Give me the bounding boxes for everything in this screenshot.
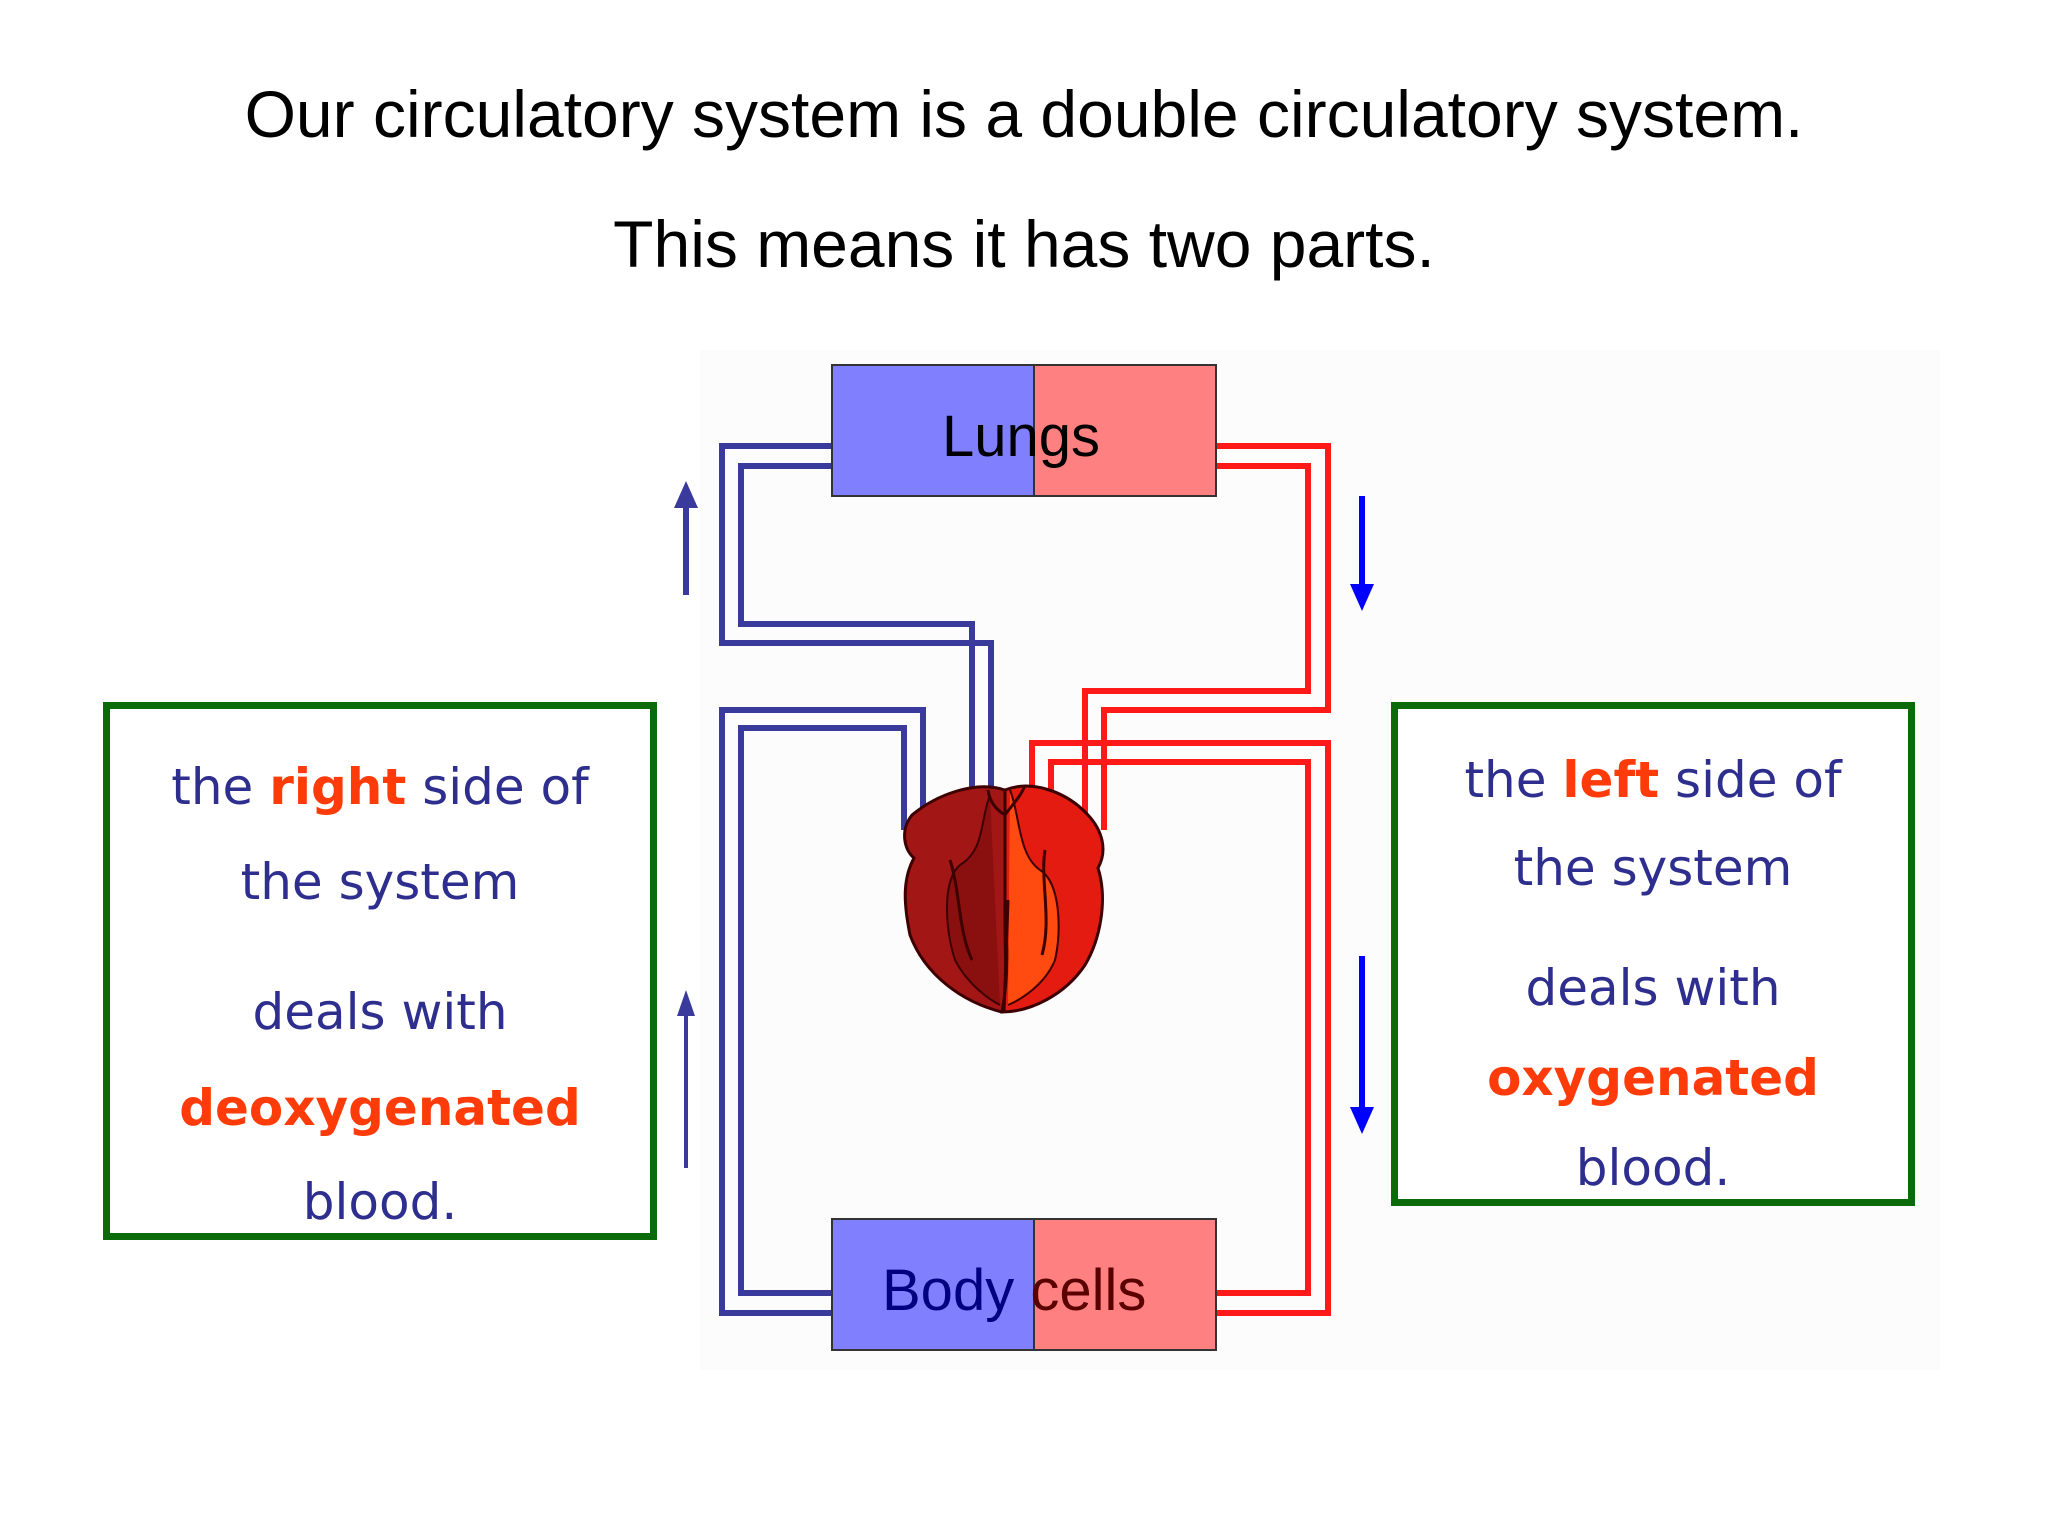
left-note-line-3: deals with	[1525, 959, 1781, 1017]
right-note-line-1: the right side of	[110, 762, 650, 812]
left-note-post: side of	[1659, 751, 1842, 809]
body-cells-label-word-1: Body	[882, 1258, 1015, 1323]
lungs-box	[831, 364, 1217, 497]
body-cells-box	[831, 1218, 1217, 1351]
lungs-box-blue-half	[832, 365, 1034, 496]
lungs-box-red-half	[1034, 365, 1216, 496]
right-note-pre: the	[171, 758, 270, 816]
lungs-box-outline	[831, 364, 1217, 497]
oxygenated-vessels	[1029, 443, 1331, 1316]
right-note-line-2: the system	[240, 853, 520, 911]
pulmonary-vein-outer	[1101, 443, 1331, 830]
left-note-line-1: the left side of	[1398, 755, 1908, 805]
title-line-1: Our circulatory system is a double circu…	[244, 77, 1804, 151]
left-note-line-4: oxygenated	[1487, 1049, 1819, 1107]
arrow-down-from-lungs-icon	[1350, 496, 1374, 611]
vena-cava-inner	[738, 725, 907, 1296]
pulmonary-artery-inner	[738, 463, 975, 800]
arrow-down-to-body-icon	[1350, 956, 1374, 1134]
left-side-note: the left side of the system deals with o…	[1391, 702, 1915, 1206]
arrow-up-to-lungs-icon	[674, 481, 698, 595]
body-cells-label-word-2: cells	[1030, 1258, 1147, 1323]
left-note-pre: the	[1464, 751, 1563, 809]
aorta-inner	[1048, 759, 1311, 1296]
left-note-highlight: left	[1562, 751, 1660, 809]
left-note-line-5: blood.	[1575, 1139, 1731, 1197]
lungs-label: Lungs	[942, 404, 1101, 469]
right-side-note: the right side of the system deals with …	[103, 702, 657, 1240]
aorta-outer	[1029, 740, 1331, 1316]
right-note-line-5: blood.	[302, 1173, 458, 1231]
deoxygenated-vessels	[719, 443, 994, 1316]
right-note-line-3: deals with	[252, 983, 508, 1041]
pulmonary-vein-inner	[1082, 463, 1311, 830]
body-box-blue-half	[832, 1219, 1034, 1350]
right-note-line-4: deoxygenated	[179, 1079, 581, 1137]
body-box-red-half	[1034, 1219, 1216, 1350]
body-box-outline	[831, 1218, 1217, 1351]
right-note-post: side of	[406, 758, 589, 816]
vena-cava-outer	[719, 707, 926, 1316]
flow-arrows	[674, 481, 1374, 1168]
left-note-line-2: the system	[1513, 839, 1793, 897]
heart-icon	[903, 784, 1105, 1014]
body-cells-label: Body cells	[882, 1262, 1146, 1320]
pulmonary-artery-outer	[719, 443, 994, 800]
arrow-up-from-body-icon	[677, 990, 695, 1168]
title-line-2: This means it has two parts.	[613, 207, 1435, 281]
right-note-highlight: right	[269, 758, 407, 816]
